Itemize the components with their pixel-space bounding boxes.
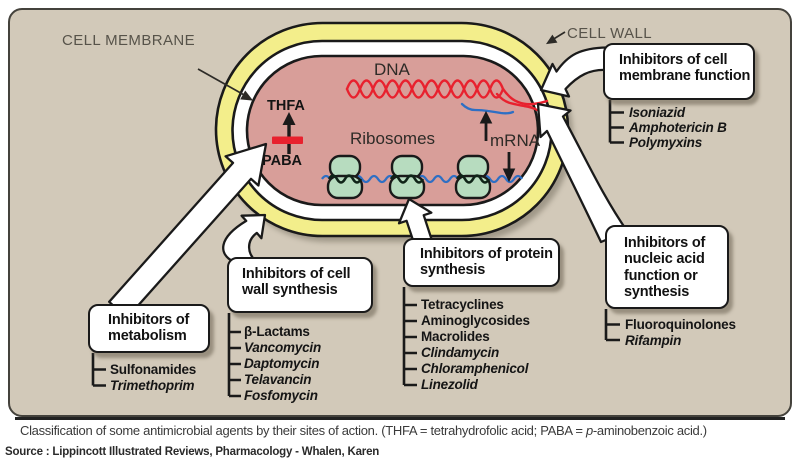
drug-item: β-Lactams	[244, 324, 310, 339]
drug-item: Trimethoprim	[110, 377, 195, 393]
drug-list-metabolism: Sulfonamides Trimethoprim	[110, 362, 196, 393]
callout-title: Inhibitors of cell wall synthesis	[242, 266, 351, 299]
figure-caption: Classification of some antimicrobial age…	[20, 423, 707, 438]
drug-item: Tetracyclines	[421, 297, 504, 312]
drug-item: Aminoglycosides	[421, 313, 530, 328]
callout-membrane-function: Inhibitors of cell membrane function	[603, 43, 755, 100]
drug-item: Vancomycin	[244, 340, 322, 355]
drug-item: Sulfonamides	[110, 362, 197, 377]
drug-list-membrane: Isoniazid Amphotericin B Polymyxins	[629, 105, 727, 150]
drug-item: Fluoroquinolones	[625, 317, 736, 332]
callout-title: Inhibitors of metabolism	[108, 312, 190, 345]
source-credit: Source : Lippincott Illustrated Reviews,…	[5, 446, 380, 458]
caption-divider	[15, 417, 785, 420]
drug-item: Polymyxins	[629, 135, 703, 150]
callout-nucleic-acid: Inhibitors of nucleic acid function or s…	[605, 225, 729, 309]
caption-text: -aminobenzoic acid.)	[592, 423, 707, 438]
cell-wall-label: CELL WALL	[567, 25, 653, 42]
drug-item: Rifampin	[625, 332, 682, 348]
cell-membrane-label: CELL MEMBRANE	[62, 32, 196, 49]
drug-item: Amphotericin B	[629, 120, 727, 135]
drug-item: Telavancin	[244, 372, 312, 387]
caption-italic-p: p	[585, 423, 593, 438]
drug-item: Chloramphenicol	[421, 361, 529, 376]
drug-list-nucleic: Fluoroquinolones Rifampin	[625, 317, 736, 348]
mrna-label: mRNA	[490, 131, 541, 150]
drug-list-protein: Tetracyclines Aminoglycosides Macrolides…	[421, 297, 530, 393]
ribosomes-label: Ribosomes	[350, 129, 436, 148]
callout-title: Inhibitors of nucleic acid function or s…	[624, 235, 706, 301]
drug-item: Fosfomycin	[244, 388, 318, 403]
thfa-label: THFA	[267, 98, 305, 114]
drug-item: Macrolides	[421, 329, 490, 344]
callout-title: Inhibitors of cell membrane function	[619, 52, 751, 85]
drug-item: Clindamycin	[421, 345, 500, 360]
callout-wall-synthesis: Inhibitors of cell wall synthesis	[227, 257, 373, 313]
drug-list-wall: β-Lactams Vancomycin Daptomycin Telavanc…	[244, 324, 321, 404]
caption-text: Classification of some antimicrobial age…	[20, 423, 586, 438]
callout-metabolism: Inhibitors of metabolism	[88, 304, 210, 353]
dna-label: DNA	[374, 60, 410, 79]
drug-item: Daptomycin	[244, 356, 320, 371]
callout-protein-synthesis: Inhibitors of protein synthesis	[403, 238, 560, 287]
drug-item: Linezolid	[421, 377, 478, 392]
drug-item: Isoniazid	[629, 105, 685, 120]
paba-label: PABA	[262, 153, 303, 169]
callout-title: Inhibitors of protein synthesis	[420, 246, 553, 279]
